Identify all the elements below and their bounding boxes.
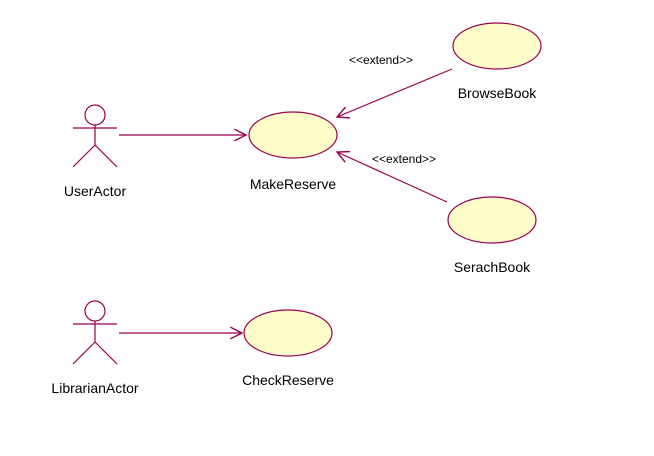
usecase-makereserve[interactable] [248,111,338,159]
extend-browsebook-makereserve[interactable] [337,68,453,117]
user-actor-head [84,104,106,126]
user-actor[interactable] [72,104,118,168]
librarian-actor[interactable] [72,300,118,365]
extend-serachbook-makereserve[interactable] [337,152,448,203]
usecase-serachbook-label: SerachBook [454,259,531,275]
user-actor-left-leg [72,144,96,168]
usecase-checkreserve[interactable] [243,309,333,357]
extend-label-search: <<extend>> [372,152,436,166]
librarian-actor-right-leg [94,341,118,365]
usecase-checkreserve-label: CheckReserve [242,372,334,388]
librarian-actor-label: LibrarianActor [51,380,138,396]
usecase-browsebook-label: BrowseBook [458,85,538,101]
usecase-makereserve-label: MakeReserve [250,176,337,192]
usecase-browsebook[interactable] [452,22,542,70]
user-actor-right-leg [94,144,118,168]
librarian-actor-head [84,300,106,322]
librarian-actor-left-leg [72,341,96,365]
extend-label-browse: <<extend>> [349,53,413,67]
usecase-serachbook[interactable] [447,196,537,244]
user-actor-label: UserActor [64,183,127,199]
